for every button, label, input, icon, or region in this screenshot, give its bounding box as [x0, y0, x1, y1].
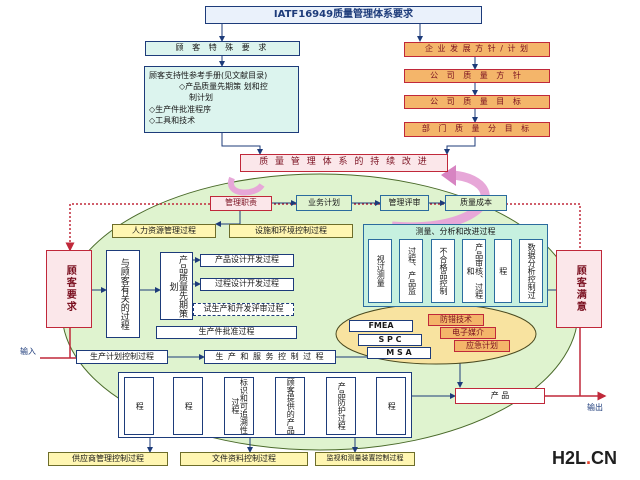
watermark-brand: H2L	[552, 448, 587, 468]
customer-satisfaction: 顾客满意	[556, 250, 602, 328]
measuring-device-control: 监视和测量装置控制过程	[315, 452, 415, 466]
business-plan: 业务计划	[296, 195, 352, 211]
measure-col-2: 不合格品控制	[430, 239, 455, 303]
customer-manual-box: 顾客支持性参考手册(见文献目录) ◇产品质量先期策 划和控 制计划 ◇生产件批准…	[144, 66, 299, 133]
product-design-process: 产品设计开发过程	[200, 254, 294, 267]
fmea-tool: FMEA	[349, 320, 413, 332]
quality-cost: 质量成本	[445, 195, 507, 211]
monitoring-measurement: 程	[173, 377, 203, 435]
title-text: IATF16949质量管理体系要求	[273, 8, 414, 20]
customer-requirement-dotted-arrow	[65, 203, 210, 252]
measurement-analysis-improvement: 测量、分析和改进过程 视过测量 过程、产品监 不合格品控制 产品审核、过程和 程…	[363, 224, 548, 307]
measure-col-3: 产品审核、过程和	[462, 239, 487, 303]
measure-col-4: 程	[493, 239, 512, 303]
production-plan-control: 生产计划控制过程	[76, 350, 168, 364]
h2l-watermark: H2L.CN	[552, 448, 617, 469]
measure-col-0: 视过测量	[368, 239, 392, 303]
management-review: 管理评审	[380, 195, 429, 211]
customer-special-requirements: 顾 客 特 殊 要 求	[145, 41, 300, 56]
document-control: 文件资料控制过程	[180, 452, 308, 466]
product-box: 产 品	[455, 388, 545, 404]
customer-supplied-product: 顾客提供的产品	[275, 377, 305, 435]
measure-col-5: 数据分析控制过	[518, 239, 543, 303]
dept-to-improvement	[444, 137, 476, 155]
support-frame	[118, 372, 412, 438]
company-quality-objectives: 公 司 质 量 目 标	[404, 95, 550, 109]
trial-production-review: 试生产和开发评审过程	[193, 303, 294, 316]
electronic-media-tool: 电子媒介	[440, 327, 496, 339]
spc-tool: S P C	[358, 334, 422, 346]
purchasing-control: 程	[124, 377, 154, 435]
production-service-control: 生 产 和 服 务 控 制 过 程	[204, 350, 336, 364]
output-label: 输出	[587, 403, 603, 412]
manual-to-improvement	[221, 133, 263, 155]
pink-curve-left	[228, 176, 265, 196]
supplier-management: 供应商管理控制过程	[48, 452, 168, 466]
identification-traceability: 标识和可追溯性过程	[224, 377, 254, 435]
contingency-plan-tool: 应急计划	[454, 340, 510, 352]
hr-management-process: 人力资源管理过程	[112, 224, 216, 238]
measurement-title: 测量、分析和改进过程	[415, 227, 496, 236]
tooling-control: 程	[376, 377, 406, 435]
watermark-dot: .	[586, 448, 592, 468]
continuous-improvement: 质 量 管 理 体 系 的 持 续 改 进	[240, 154, 448, 172]
company-dev-plan: 企 业 发 展 方 针 / 计 划	[404, 42, 550, 57]
ppap-process: 生产件批准过程	[156, 326, 297, 339]
error-proofing-tool: 防错技术	[428, 314, 484, 326]
pink-arrowhead	[441, 165, 456, 186]
measure-col-1: 过程、产品监	[399, 239, 424, 303]
input-label: 输入	[20, 347, 36, 356]
management-responsibility: 管理职责	[210, 196, 272, 211]
product-preservation: 产品防护过程	[326, 377, 356, 435]
watermark-tld: CN	[591, 448, 618, 468]
customer-satisfaction-dotted-line	[270, 203, 581, 250]
msa-tool: M S A	[367, 347, 431, 359]
apqp-box: 产品质量先期策划	[160, 252, 193, 320]
facility-environment-process: 设施和环境控制过程	[229, 224, 353, 238]
process-design-process: 过程设计开发过程	[200, 278, 294, 291]
title-banner: IATF16949质量管理体系要求	[205, 6, 482, 24]
department-quality-objectives: 部 门 质 量 分 目 标	[404, 122, 550, 137]
customer-related-process: 与顾客有关的过程	[106, 250, 140, 338]
company-quality-policy: 公 司 质 量 方 针	[404, 69, 550, 83]
customer-requirements: 顾客要求	[46, 250, 92, 328]
